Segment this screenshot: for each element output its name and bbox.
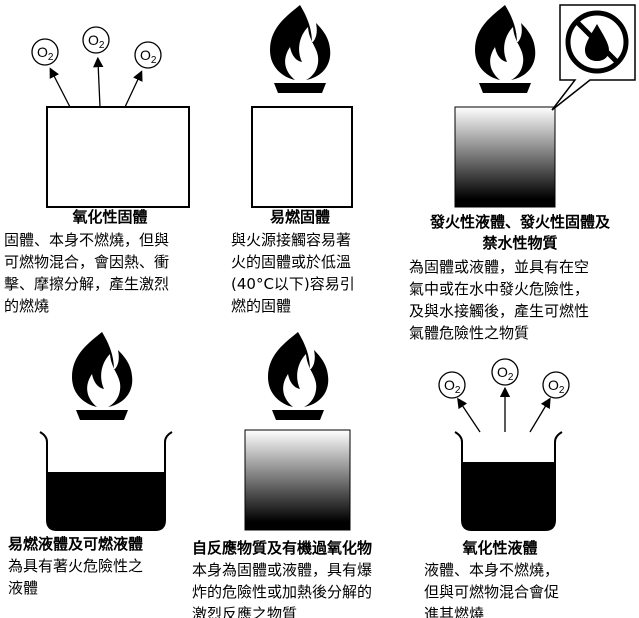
flame-icon <box>475 5 536 93</box>
description-line: 本身為固體或液體，具有爆 <box>192 561 373 579</box>
description-line: 但與可燃物混合會促 <box>424 583 560 601</box>
panel-title: 禁水性物質 <box>482 234 558 252</box>
no-water-callout <box>551 4 636 111</box>
svg-text:O2: O2 <box>444 377 461 396</box>
solid-box <box>251 106 353 208</box>
flame-icon <box>268 332 329 420</box>
svg-text:O2: O2 <box>37 44 54 63</box>
description-line: 氣中或在水中發火危險性， <box>409 280 590 298</box>
panel-title: 發火性液體、發火性固體及 <box>429 213 610 231</box>
flame-icon <box>72 332 133 420</box>
description-line: 及與水接觸後，產生可燃性 <box>409 302 590 320</box>
description-line: 液體、本身不燃燒， <box>424 561 560 579</box>
panel-flammable-liquid: 易燃液體及可燃液體 為具有著火危險性之 液體 <box>8 534 143 599</box>
description-line: 火的固體或於低溫 <box>231 253 352 271</box>
panel-description: 液體、本身不燃燒， 但與可燃物混合會促 進其燃燒 <box>424 559 559 618</box>
description-line: 可燃物混合，會因熱、衝 <box>4 253 170 271</box>
description-line: 為具有著火危險性之 <box>8 557 144 575</box>
description-line: 為固體或液體，並具有在空 <box>409 258 590 276</box>
description-line: 液體 <box>8 579 39 597</box>
panel-title: 氧化性固體 <box>72 208 148 226</box>
description-line: 燃的固體 <box>231 297 292 315</box>
panel-description: 固體、本身不燃燒，但與 可燃物混合，會因熱、衝 擊、摩擦分解，產生激烈 的燃燒 <box>4 229 169 317</box>
panel-description: 與火源接觸容易著 火的固體或於低溫 (40°C以下)容易引 燃的固體 <box>231 229 355 317</box>
svg-text:O2: O2 <box>497 364 514 383</box>
panel-title: 易燃液體及可燃液體 <box>8 535 144 553</box>
description-line: 炸的危險性或加熱後分解的 <box>192 583 373 601</box>
svg-text:O2: O2 <box>140 47 157 66</box>
solid-box <box>46 106 190 208</box>
oxygen-release-icon <box>438 358 570 433</box>
svg-text:O2: O2 <box>88 32 105 51</box>
panel-pyrophoric-water-reactive: 發火性液體、發火性固體及 禁水性物質 <box>405 212 635 254</box>
panel-title: 易燃固體 <box>269 208 330 226</box>
beaker-icon <box>454 431 563 531</box>
beaker-icon <box>39 431 173 531</box>
description-line: 激烈反應之物質 <box>192 605 298 618</box>
panel-self-reactive-peroxide: 自反應物質及有機過氧化物 本身為固體或液體，具有爆 炸的危險性或加熱後分解的 激… <box>192 538 372 618</box>
panel-description: 為固體或液體，並具有在空 氣中或在水中發火危險性， 及與水接觸後，產生可燃性 氣… <box>409 256 589 344</box>
description-line: 與火源接觸容易著 <box>231 231 352 249</box>
description-line: (40°C以下)容易引 <box>231 275 355 293</box>
panel-title: 自反應物質及有機過氧化物 <box>192 539 373 557</box>
gradient-box <box>244 429 351 531</box>
description-line: 擊、摩擦分解，產生激烈 <box>4 275 170 293</box>
flame-icon <box>270 5 331 93</box>
description-line: 固體、本身不燃燒，但與 <box>4 231 170 249</box>
panel-oxidizing-liquid: 氧化性液體 <box>420 538 580 559</box>
panel-title: 氧化性液體 <box>462 539 538 557</box>
description-line: 的燃燒 <box>4 297 50 315</box>
panel-flammable-solid: 易燃固體 <box>220 207 380 228</box>
svg-text:O2: O2 <box>548 377 565 396</box>
panel-oxidizing-solid: 氧化性固體 <box>0 207 220 228</box>
description-line: 進其燃燒 <box>424 605 485 618</box>
gradient-box <box>454 106 556 208</box>
description-line: 氣體危險性之物質 <box>409 324 530 342</box>
oxygen-release-icon <box>31 26 162 108</box>
